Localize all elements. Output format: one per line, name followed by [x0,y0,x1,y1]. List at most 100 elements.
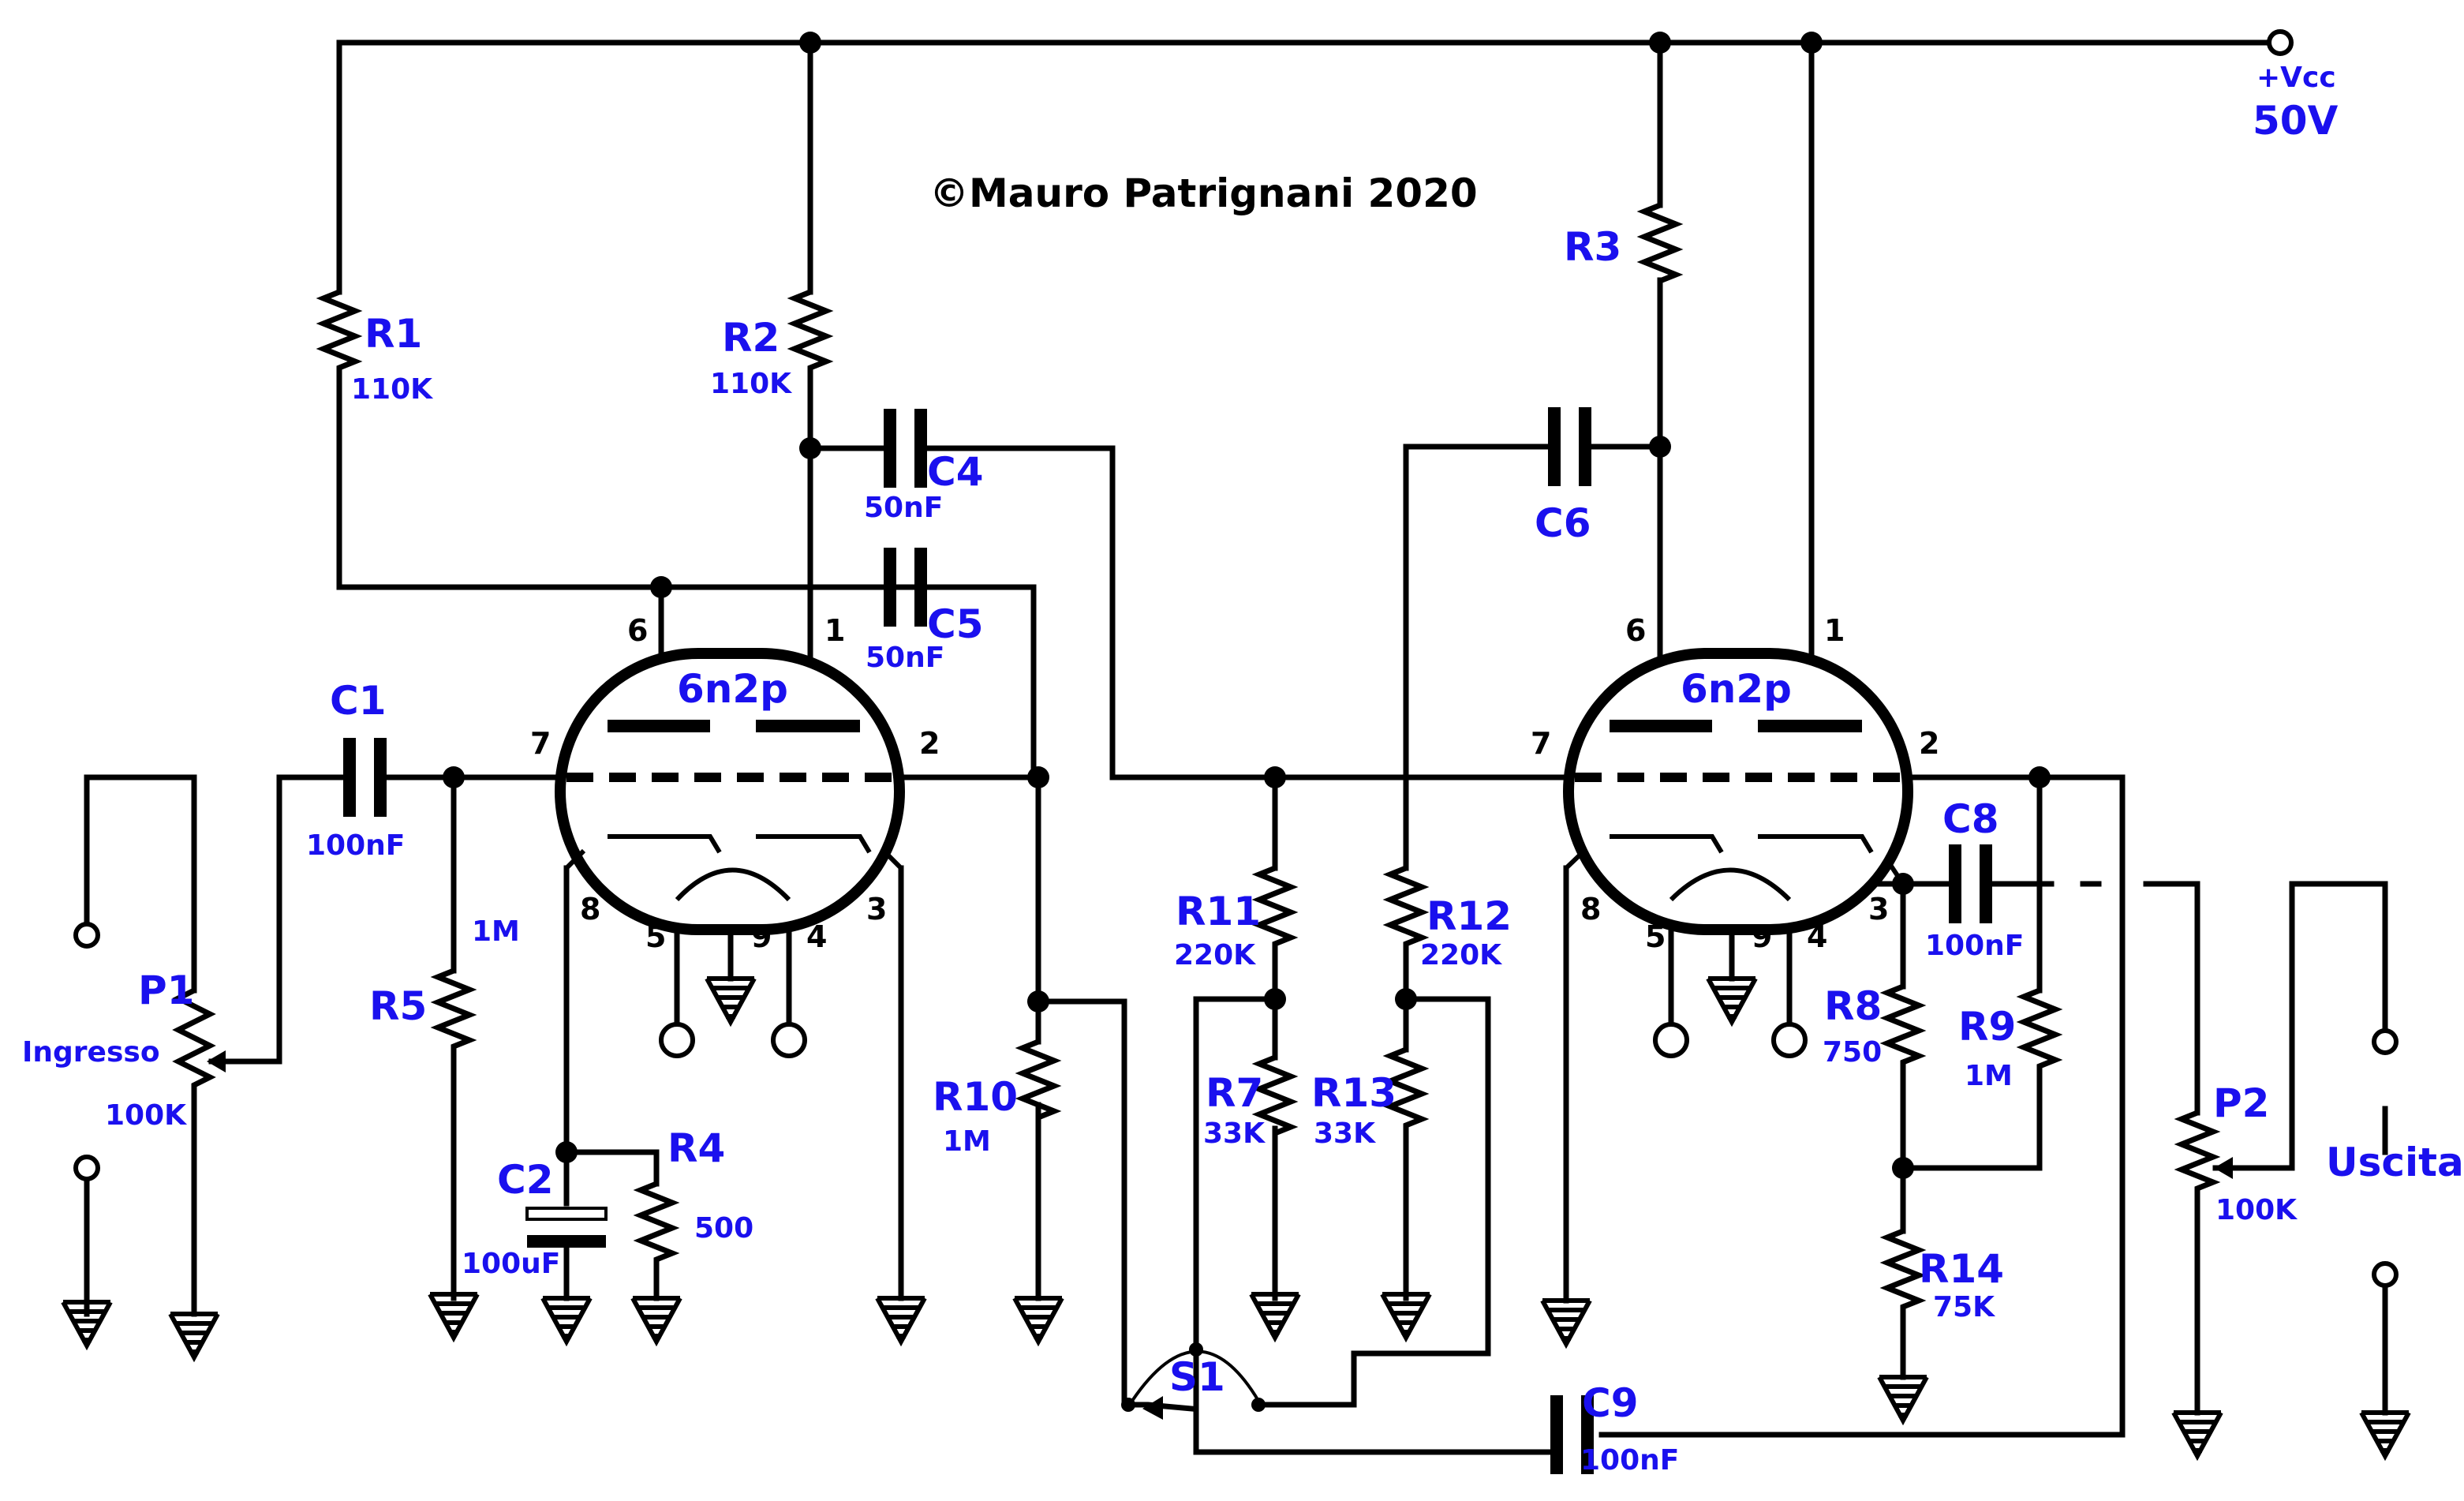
r7-symbol [1251,1054,1299,1138]
c2-symbol [525,1207,608,1248]
pin-number: 5 [1645,919,1666,954]
c1-value: 100nF [306,829,405,862]
vcc-label: +Vcc [2256,62,2336,94]
c8-value: 100nF [1925,930,2024,962]
r8-value: 750 [1823,1036,1882,1069]
r12-label: R12 [1426,893,1512,939]
p2-label: P2 [2213,1080,2269,1126]
p1-symbol [172,987,216,1129]
ground-icon [705,976,757,1027]
vcc-voltage: 50V [2253,98,2339,144]
c2-value: 100uF [462,1248,560,1280]
p1-label: P1 [138,968,194,1013]
pin-number: 4 [1807,919,1827,954]
vcc-terminal [2267,29,2294,56]
pin-number: 7 [1531,726,1551,761]
ground-icon [2171,1410,2223,1462]
ground-icon [1706,976,1758,1027]
r12-value: 220K [1420,939,1502,971]
c6-symbol [1548,407,1591,486]
r10-symbol [1015,1039,1062,1122]
ground-icon [168,1312,220,1363]
c4-symbol [884,409,927,488]
input-terminal-ground [73,1155,100,1181]
c9-value: 100nF [1580,1444,1679,1477]
ground-icon [1877,1375,1929,1426]
c9-label: C9 [1582,1380,1638,1426]
capacitors [343,407,1992,1474]
c2-label: C2 [497,1157,553,1203]
pin-number: 7 [530,726,551,761]
r8-symbol [1879,983,1927,1069]
r9-value: 1M [1965,1060,2013,1092]
c5-label: C5 [927,601,983,647]
pin-number: 5 [645,919,666,954]
r2-label: R2 [722,315,780,361]
r2-symbol [787,289,834,371]
ground-icon [630,1296,682,1347]
r5-label: R5 [369,983,427,1029]
c1-label: C1 [330,678,386,724]
c8-label: C8 [1942,796,1998,842]
c4-value: 50nF [864,492,943,524]
r10-value: 1M [943,1125,991,1158]
ground-icon [61,1300,113,1351]
ground-icon [1540,1298,1592,1349]
resistors [172,202,2221,1318]
r14-symbol [1879,1228,1927,1318]
pin-number: 6 [627,613,648,648]
r3-symbol [1636,202,1684,286]
r9-symbol [2016,987,2063,1073]
c4-label: C4 [927,449,983,495]
r5-value: 1M [472,915,520,948]
r8-label: R8 [1824,983,1882,1029]
tube-v1-type: 6n2p [677,666,788,712]
r3-label: R3 [1564,224,1621,270]
r13-label: R13 [1311,1070,1397,1116]
ground-icon [428,1292,480,1343]
c9-symbol [1550,1395,1594,1474]
junction-dots [443,32,2051,1412]
tube-v2-type: 6n2p [1681,666,1792,712]
grounds [61,976,2411,1462]
r2-value: 110K [710,368,792,400]
tube-v1 [555,648,905,935]
copyright-text: ©Mauro Patrignani 2020 [929,170,1478,216]
ground-icon [540,1296,593,1347]
s1-label: S1 [1169,1354,1225,1400]
r1-symbol [316,289,363,371]
pin-number: 2 [919,726,940,761]
r14-label: R14 [1919,1246,2004,1292]
pin-number: 9 [751,919,772,954]
r5-symbol [430,968,477,1065]
pin-number: 9 [1752,919,1772,954]
terminals [73,29,2399,1288]
pin-number: 1 [1824,613,1845,648]
r11-label: R11 [1176,889,1261,934]
output-terminal-hot [2372,1028,2399,1055]
r12-symbol [1382,865,1430,963]
r14-value: 75K [1933,1291,1995,1323]
r4-value: 500 [694,1212,753,1245]
tube-v2 [1563,648,1913,935]
r11-value: 220K [1174,939,1256,971]
c8-symbol [1949,844,1992,923]
output-label: Uscita [2326,1140,2464,1185]
c5-symbol [884,548,927,627]
r4-label: R4 [667,1125,725,1171]
r4-symbol [633,1181,680,1263]
pin-number: 6 [1625,613,1646,648]
c6-label: C6 [1535,500,1591,546]
pin-number: 3 [1868,892,1889,926]
pin-number: 1 [824,613,845,648]
p2-value: 100K [2215,1194,2298,1226]
pot-wipers [207,1050,2233,1420]
pin-number: 8 [580,892,600,926]
input-terminal-hot [73,922,100,949]
r10-label: R10 [933,1074,1018,1120]
pin-number: 8 [1580,892,1601,926]
wires [84,39,2388,1455]
p2-symbol [2174,1110,2221,1192]
p1-value: 100K [105,1099,187,1132]
